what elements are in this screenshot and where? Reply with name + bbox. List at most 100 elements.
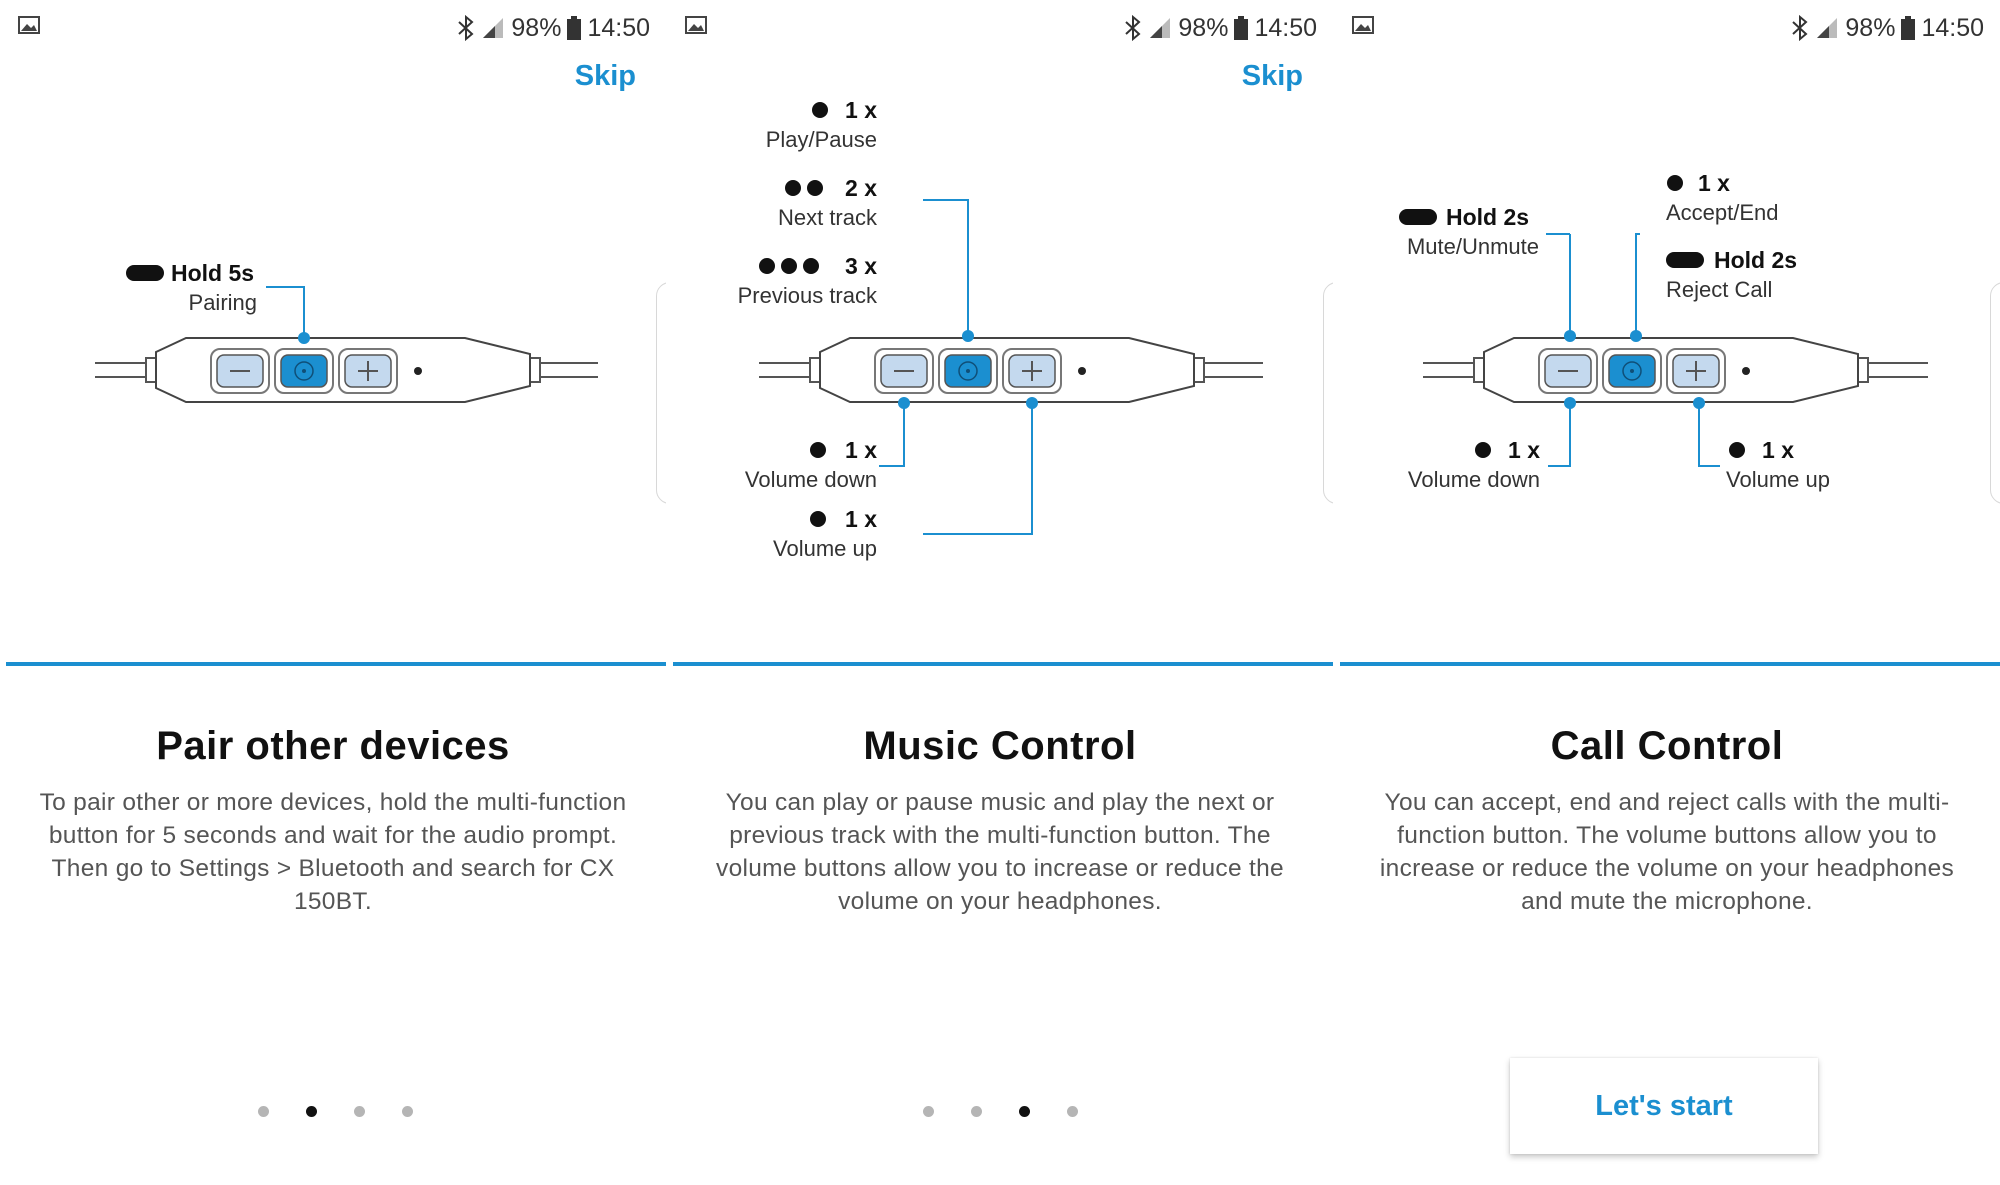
page-dot [923,1106,934,1117]
signal-icon [483,18,504,38]
press-dot-icon [807,180,823,196]
lets-start-button[interactable]: Let's start [1510,1058,1818,1154]
volup-count: 1 x [1762,437,1794,463]
next-page-peek [656,282,666,504]
page-title: Call Control [1550,724,1784,768]
page-dot [402,1106,413,1117]
voldown-count: 1 x [1508,437,1540,463]
page-dot [1067,1106,1078,1117]
battery-icon [1901,16,1916,40]
volup-action: Volume up [773,536,877,561]
status-bar: 98% 14:50 [0,10,666,46]
press-dot-icon [785,180,801,196]
gallery-notification-icon [685,16,707,34]
hold-icon [1399,209,1437,225]
battery-percent: 98% [1178,13,1229,42]
voldown-count: 1 x [845,437,877,463]
skip-button[interactable]: Skip [574,60,636,92]
page-dot-active [1019,1106,1030,1117]
gallery-notification-icon [1352,16,1374,34]
status-time: 14:50 [587,13,650,42]
status-bar: 98% 14:50 [1334,10,2000,46]
page-description: You can accept, end and reject calls wit… [1379,789,1955,915]
volup-count: 1 x [845,506,877,532]
status-time: 14:50 [1921,13,1984,42]
volup-action: Volume up [1726,467,1830,492]
play-action: Play/Pause [766,127,877,152]
page-dot [354,1106,365,1117]
next-page-peek [1323,282,1333,504]
accept-count: 1 x [1698,170,1730,196]
divider [6,662,666,666]
press-dot-icon [781,258,797,274]
press-dot-icon [810,511,826,527]
reject-label: Hold 2s [1714,247,1797,273]
skip-button[interactable]: Skip [1241,60,1303,92]
hold-icon [1666,252,1704,268]
divider [1340,662,2000,666]
page-description: To pair other or more devices, hold the … [39,789,627,915]
mute-action: Mute/Unmute [1407,234,1539,259]
bluetooth-icon [1125,15,1141,41]
voldown-action: Volume down [1408,467,1540,492]
battery-percent: 98% [1845,13,1896,42]
remote-diagram: Hold 5s Pairing [95,260,598,403]
bluetooth-icon [1792,15,1808,41]
hold-label: Hold 5s [171,260,254,286]
remote-diagram: Hold 2s Mute/Unmute 1 x Accept/End Hold … [1399,170,1928,492]
battery-icon [1234,16,1249,40]
next-page-peek [1990,282,2000,504]
gallery-notification-icon [18,16,40,34]
volume-down-button [210,348,270,394]
battery-percent: 98% [511,13,562,42]
signal-icon [1817,18,1838,38]
press-dot-icon [1475,442,1491,458]
prev-action: Previous track [738,283,878,308]
page-title: Music Control [863,724,1137,768]
hold-icon [126,265,164,281]
volume-up-button [338,348,398,394]
prev-count: 3 x [845,253,877,279]
onboarding-screen-call: 98% 14:50 [1334,0,2000,1185]
microphone-dot [414,367,422,375]
press-dot-icon [803,258,819,274]
page-indicator [0,1106,666,1117]
volume-down-button [874,348,934,394]
next-action: Next track [778,205,878,230]
page-dot [258,1106,269,1117]
remote-diagram: 1 x Play/Pause 2 x Next track 3 x Previo… [738,97,1263,561]
multi-function-button [1602,348,1662,394]
cable [759,362,1263,378]
next-count: 2 x [845,175,877,201]
cable [95,362,598,378]
page-indicator [667,1106,1333,1117]
microphone-dot [1078,367,1086,375]
divider [673,662,1333,666]
accept-action: Accept/End [1666,200,1779,225]
page-dot-active [306,1106,317,1117]
volume-up-button [1666,348,1726,394]
bluetooth-icon [458,15,474,41]
onboarding-screen-music: 98% 14:50 Skip [667,0,1333,1185]
volume-down-button [1538,348,1598,394]
page-title: Pair other devices [156,724,510,768]
press-dot-icon [810,442,826,458]
reject-action: Reject Call [1666,277,1772,302]
page-dot [971,1106,982,1117]
multi-function-button [938,348,998,394]
status-bar: 98% 14:50 [667,10,1333,46]
volume-up-button [1002,348,1062,394]
press-dot-icon [1729,442,1745,458]
microphone-dot [1742,367,1750,375]
hold-action: Pairing [189,290,257,315]
page-description: You can play or pause music and play the… [716,789,1284,915]
signal-icon [1150,18,1171,38]
status-time: 14:50 [1254,13,1317,42]
multi-function-button [274,348,334,394]
press-dot-icon [812,102,828,118]
battery-icon [567,16,582,40]
press-dot-icon [1667,175,1683,191]
onboarding-screen-pair: 98% 14:50 Skip [0,0,666,1185]
play-count: 1 x [845,97,877,123]
cable [1423,362,1928,378]
